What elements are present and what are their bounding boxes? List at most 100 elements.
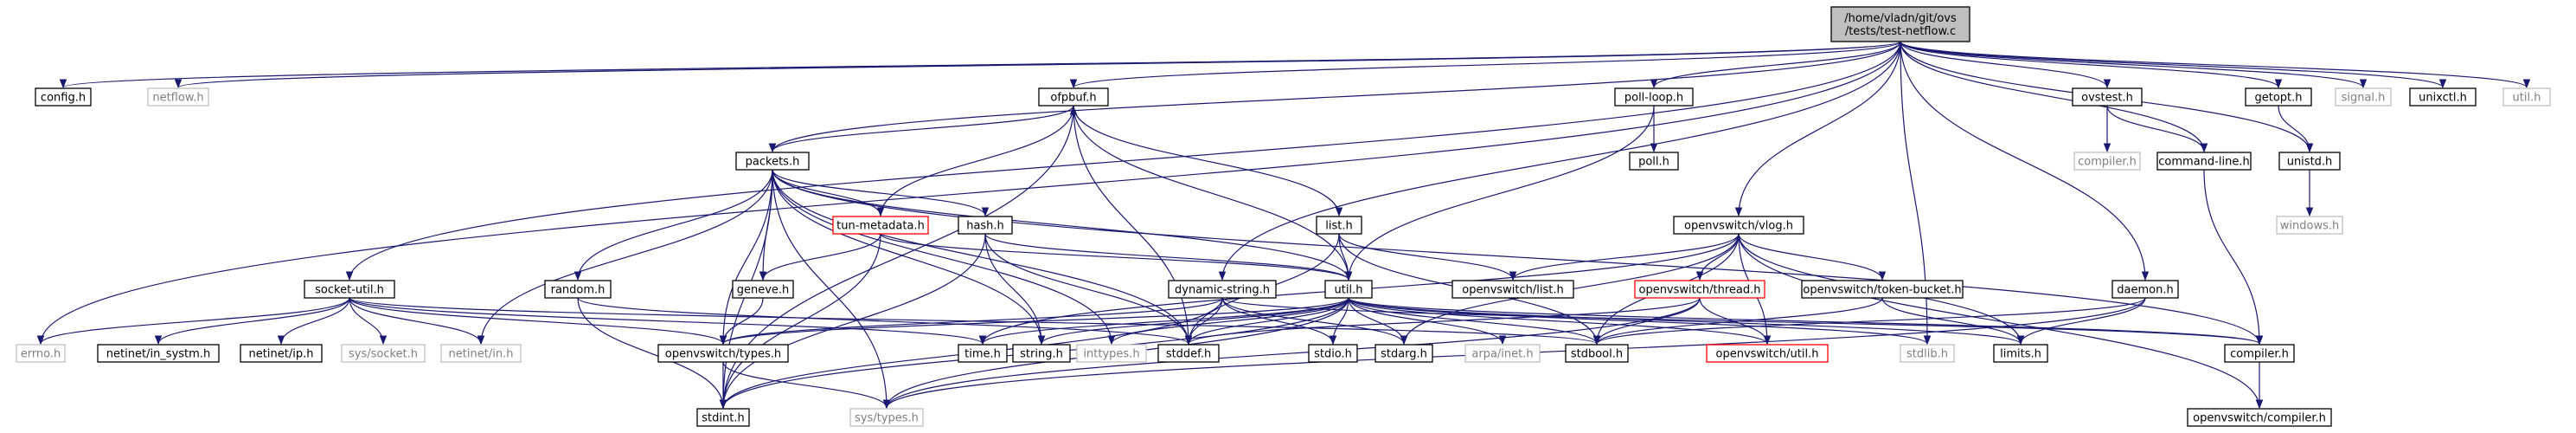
- node-root[interactable]: /home/vladn/git/ovs/tests/test-netflow.c: [1830, 6, 1970, 42]
- node-hash-h[interactable]: hash.h: [958, 216, 1013, 235]
- node-openvswitch-types-h[interactable]: openvswitch/types.h: [657, 344, 789, 363]
- node-box: [832, 216, 929, 235]
- node-random-h[interactable]: random.h: [544, 280, 612, 299]
- node-label: getopt.h: [2254, 92, 2302, 105]
- edge-root-to-poll_loop_h: [1650, 41, 1901, 89]
- edge-tun_metadata_h-to-geneve_h: [759, 233, 881, 281]
- node-label: openvswitch/compiler.h: [2193, 412, 2326, 425]
- node-box: [1614, 87, 1694, 107]
- edge-socket_util_h-to-netinet_ip_h: [277, 297, 350, 346]
- node-openvswitch-util-h[interactable]: openvswitch/util.h: [1706, 344, 1829, 363]
- node-box: [2073, 152, 2141, 171]
- node-netinet-ip-h[interactable]: netinet/ip.h: [240, 344, 323, 363]
- node-label: socket-util.h: [315, 284, 384, 297]
- edge-dynamic_string_h-to-stdarg_h: [1221, 297, 1408, 346]
- node-util-h[interactable]: util.h: [1324, 280, 1373, 299]
- node-box: [1464, 344, 1541, 363]
- node-label: stddef.h: [1166, 348, 1211, 361]
- node-stdbool-h[interactable]: stdbool.h: [1565, 344, 1629, 363]
- node-sys-types-h[interactable]: sys/types.h: [849, 408, 924, 427]
- node-limits-h[interactable]: limits.h: [1993, 344, 2048, 363]
- node-getopt-h[interactable]: getopt.h: [2245, 87, 2312, 107]
- edge-util_h-to-openvswitch_types_h: [719, 297, 1349, 346]
- node-box: [657, 344, 789, 363]
- node-arpa-inet-h[interactable]: arpa/inet.h: [1464, 344, 1541, 363]
- node-stdarg-h[interactable]: stdarg.h: [1375, 344, 1433, 363]
- node-poll-h[interactable]: poll.h: [1629, 152, 1679, 171]
- edge-dynamic_string_h-to-compiler_h: [1221, 297, 2263, 346]
- edge-socket_util_h-to-errno_h: [36, 297, 350, 346]
- edge-dynamic_string_h-to-stdio_h: [1221, 297, 1337, 346]
- node-command-line-h[interactable]: command-line.h: [2156, 152, 2252, 171]
- node-netflow-h[interactable]: netflow.h: [147, 87, 209, 107]
- node-box: [147, 87, 209, 107]
- node-label: stdint.h: [702, 412, 744, 425]
- node-label: stdlib.h: [1906, 348, 1948, 361]
- node-box: [1308, 344, 1358, 363]
- node-dynamic-string-h[interactable]: dynamic-string.h: [1168, 280, 1277, 299]
- edge-socket_util_h-to-sys_socket_h: [349, 297, 388, 346]
- edge-packets_h-to-random_h: [574, 169, 773, 281]
- node-box: [97, 344, 220, 363]
- edge-hash_h-to-stddef_h: [984, 233, 1193, 346]
- node-stddef-h[interactable]: stddef.h: [1157, 344, 1220, 363]
- edge-packets_h-to-string_h: [772, 169, 1046, 346]
- edge-getopt_h-to-unistd_h: [2278, 105, 2314, 153]
- node-openvswitch-compiler-h[interactable]: openvswitch/compiler.h: [2187, 408, 2332, 427]
- node-label: arpa/inet.h: [1471, 348, 1533, 361]
- node-unistd-h[interactable]: unistd.h: [2278, 152, 2341, 171]
- node-box: [2187, 408, 2332, 427]
- edge-packets_h-to-sys_types_h: [772, 169, 891, 410]
- node-stdint-h[interactable]: stdint.h: [696, 408, 750, 427]
- node-netinet-in-h[interactable]: netinet/in.h: [440, 344, 522, 363]
- node-errno-h[interactable]: errno.h: [16, 344, 66, 363]
- node-box: [2156, 152, 2252, 171]
- node-box: [1634, 280, 1765, 299]
- node-box: [2072, 87, 2143, 107]
- node-compiler-h[interactable]: compiler.h: [2224, 344, 2295, 363]
- node-label: errno.h: [21, 348, 61, 361]
- node-geneve-h[interactable]: geneve.h: [732, 280, 794, 299]
- edge-root-to-command_line_h: [1900, 41, 2208, 153]
- node-packets-h[interactable]: packets.h: [735, 152, 810, 171]
- node-netinet-in-systm-h[interactable]: netinet/in_systm.h: [97, 344, 220, 363]
- edge-command_line_h-to-compiler_h: [2203, 169, 2264, 346]
- node-ofpbuf-h[interactable]: ofpbuf.h: [1038, 87, 1109, 107]
- node-label: util.h: [2513, 92, 2541, 105]
- node-daemon-h[interactable]: daemon.h: [2111, 280, 2179, 299]
- node-stdlib-h[interactable]: stdlib.h: [1900, 344, 1955, 363]
- edge-root-to-getopt_h: [1900, 41, 2283, 89]
- node-ovstest-h[interactable]: ovstest.h: [2072, 87, 2143, 107]
- edge-util_h-to-inttypes_h: [1107, 297, 1349, 346]
- node-label: netinet/in.h: [449, 348, 514, 361]
- edge-ofpbuf_h-to-packets_h: [768, 105, 1074, 153]
- node-box: [1993, 344, 2048, 363]
- node-windows-h[interactable]: windows.h: [2276, 216, 2343, 235]
- node-box: [696, 408, 750, 427]
- node-compiler-h-gray[interactable]: compiler.h: [2073, 152, 2141, 171]
- node-config-h[interactable]: config.h: [35, 87, 92, 107]
- edge-root-to-errno_h: [36, 41, 1901, 346]
- node-stdio-h[interactable]: stdio.h: [1308, 344, 1358, 363]
- node-openvswitch-list-h[interactable]: openvswitch/list.h: [1451, 280, 1574, 299]
- node-string-h[interactable]: string.h: [1012, 344, 1071, 363]
- node-sys-socket-h[interactable]: sys/socket.h: [341, 344, 426, 363]
- node-list-h[interactable]: list.h: [1316, 216, 1362, 235]
- node-box: [735, 152, 810, 171]
- node-box: [1706, 344, 1829, 363]
- node-label: poll-loop.h: [1624, 92, 1683, 105]
- node-unixctl-h[interactable]: unixctl.h: [2409, 87, 2477, 107]
- node-inttypes-h[interactable]: inttypes.h: [1076, 344, 1147, 363]
- node-openvswitch-token-bucket-h[interactable]: openvswitch/token-bucket.h: [1801, 280, 1964, 299]
- node-util-h-top[interactable]: util.h: [2502, 87, 2551, 107]
- node-signal-h[interactable]: signal.h: [2335, 87, 2392, 107]
- node-tun-metadata-h[interactable]: tun-metadata.h: [832, 216, 929, 235]
- node-openvswitch-vlog-h[interactable]: openvswitch/vlog.h: [1673, 216, 1804, 235]
- node-openvswitch-thread-h[interactable]: openvswitch/thread.h: [1634, 280, 1765, 299]
- node-label: daemon.h: [2117, 284, 2173, 297]
- node-socket-util-h[interactable]: socket-util.h: [304, 280, 395, 299]
- edge-openvswitch_vlog_h-to-openvswitch_token_bucket_h: [1738, 233, 1887, 281]
- node-box: [1830, 6, 1970, 42]
- node-time-h[interactable]: time.h: [958, 344, 1008, 363]
- node-poll-loop-h[interactable]: poll-loop.h: [1614, 87, 1694, 107]
